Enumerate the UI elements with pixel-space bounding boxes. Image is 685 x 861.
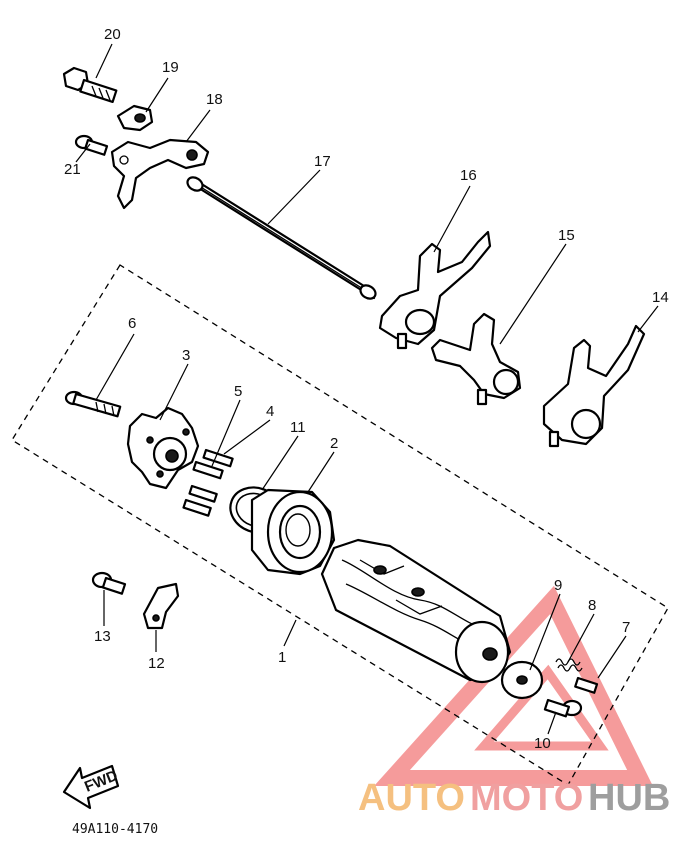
part-7-pin	[574, 676, 599, 694]
callout-10: 10	[534, 735, 551, 752]
watermark-text: AUTO MOTO HUB	[358, 777, 670, 819]
callout-19: 19	[162, 59, 179, 76]
part-21-screw	[74, 134, 109, 156]
callout-12: 12	[148, 655, 165, 672]
callout-13: 13	[94, 628, 111, 645]
callout-2: 2	[330, 435, 338, 452]
part-4-pin	[202, 448, 234, 468]
callout-21: 21	[64, 161, 81, 178]
callout-numbers: 20 19 18 21 17 16 15 14 6 3 5 4 11 2 1 9…	[64, 26, 669, 752]
callout-5: 5	[234, 383, 242, 400]
callout-17: 17	[314, 153, 331, 170]
watermark-auto: AUTO	[358, 777, 465, 819]
part-13-screw	[91, 571, 127, 595]
fwd-arrow-icon: FWD	[62, 764, 120, 810]
callout-4: 4	[266, 403, 274, 420]
part-6-bolt	[64, 390, 122, 418]
part-17-shift-shaft	[186, 176, 377, 300]
callout-15: 15	[558, 227, 575, 244]
callout-18: 18	[206, 91, 223, 108]
part-1-shift-cam	[320, 538, 512, 684]
part-2-bearing	[250, 488, 336, 576]
callout-1: 1	[278, 649, 286, 666]
part-9-plate	[500, 660, 544, 700]
watermark-moto: MOTO	[470, 777, 583, 819]
part-16-shift-fork	[378, 230, 492, 350]
diagram-part-code: 49A110-4170	[72, 822, 158, 837]
part-5-pins	[182, 460, 224, 517]
leader-lines	[75, 43, 659, 735]
callout-20: 20	[104, 26, 121, 43]
watermark-hub: HUB	[588, 777, 670, 819]
part-14-shift-fork	[542, 324, 646, 448]
callout-7: 7	[622, 619, 630, 636]
part-19-washer	[116, 104, 154, 132]
callout-9: 9	[554, 577, 562, 594]
callout-16: 16	[460, 167, 477, 184]
assembly-boundary	[11, 264, 669, 786]
part-15-shift-fork	[430, 312, 522, 406]
part-10-screw	[543, 698, 583, 718]
part-3-segment	[126, 406, 200, 490]
part-20-bolt	[62, 66, 118, 104]
callout-8: 8	[588, 597, 596, 614]
callout-6: 6	[128, 315, 136, 332]
callout-11: 11	[290, 419, 306, 436]
part-18-stopper-lever	[110, 138, 210, 210]
callout-14: 14	[652, 289, 669, 306]
part-12-plate	[142, 582, 180, 630]
callout-3: 3	[182, 347, 190, 364]
